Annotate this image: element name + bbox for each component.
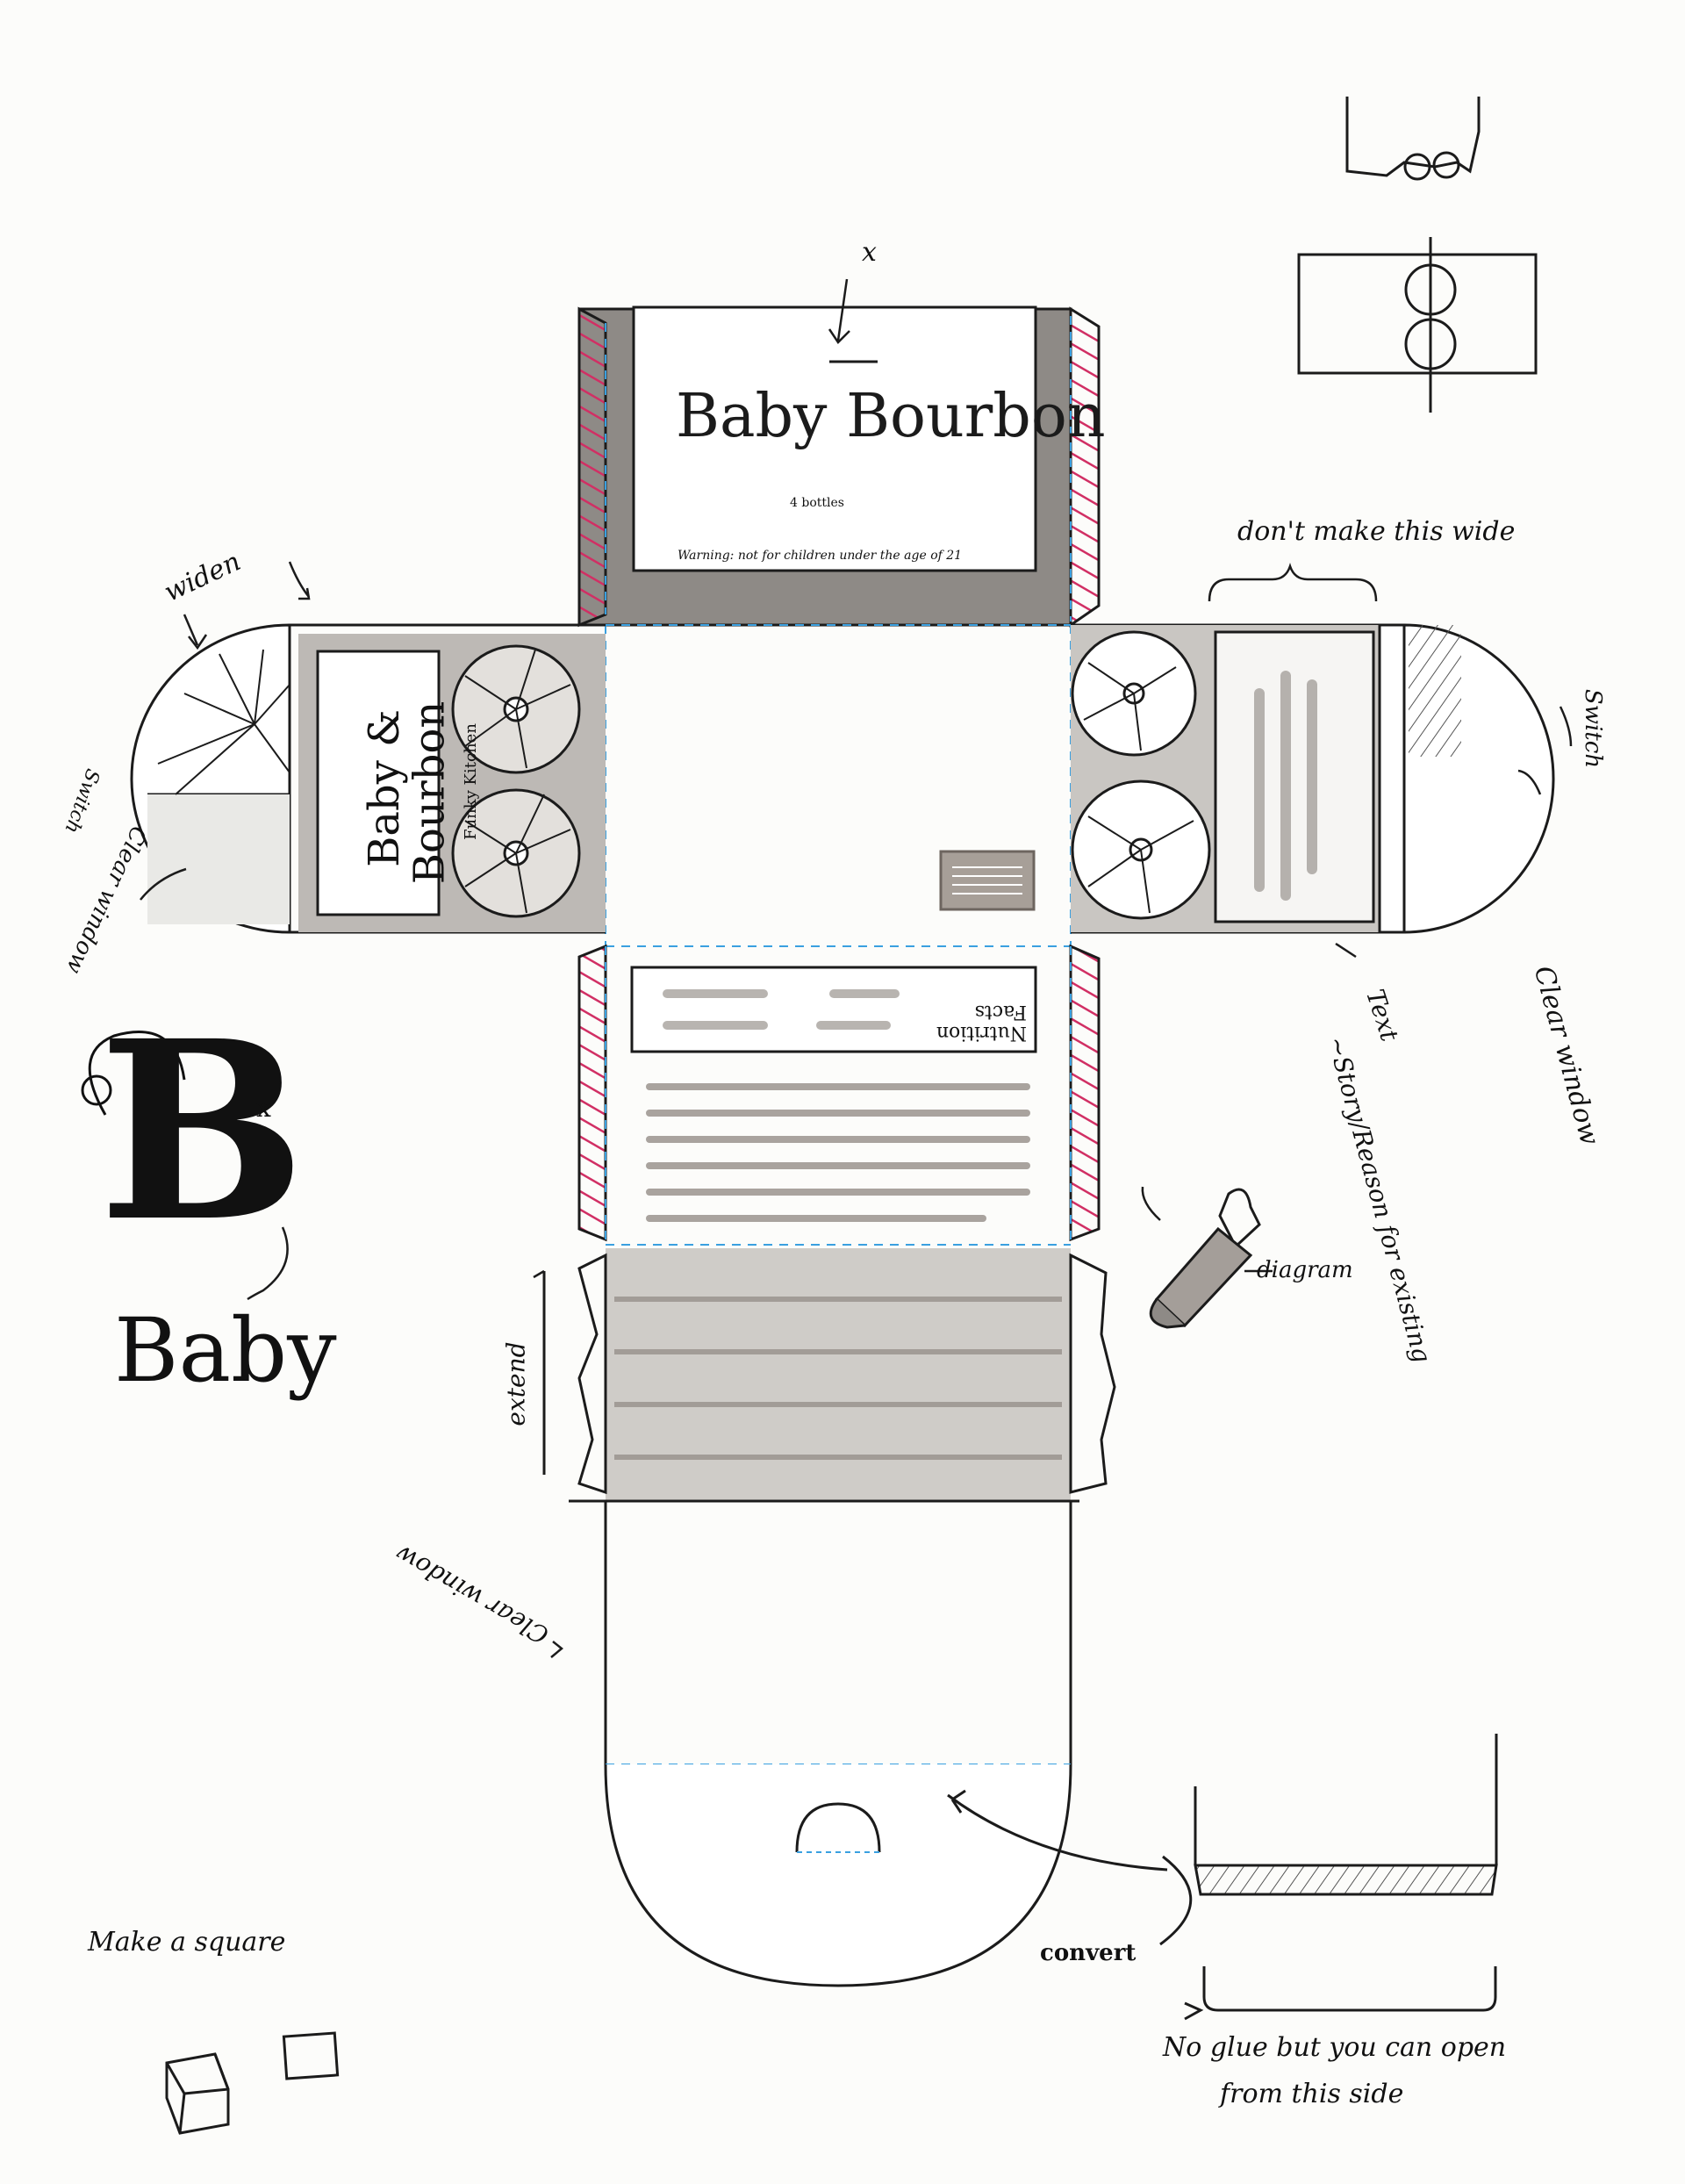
annotation-arrows [140, 278, 1573, 1658]
monogram-mark: x [256, 1093, 271, 1124]
diagram-note: diagram [1257, 1257, 1353, 1283]
glue-tab-back-right [1069, 944, 1101, 1242]
glue-tab-top-right [1069, 306, 1101, 628]
barcode-icon [939, 850, 1036, 911]
left-side-panel [130, 623, 606, 934]
front-panel [605, 625, 1072, 948]
switch-right-note: Switch [1580, 688, 1607, 769]
bottom-flap [604, 1501, 1072, 1987]
left-maker: Funky Kitchen [461, 723, 480, 840]
dont-make-wide-note: don't make this wide [1237, 516, 1516, 547]
right-side-panel [1071, 623, 1555, 934]
monogram-word: Baby [114, 1299, 337, 1402]
no-glue-note-line2: from this side [1220, 2079, 1404, 2109]
square-doodles [165, 2031, 340, 2135]
glue-tab-back-left [577, 944, 607, 1242]
extend-note: extend [501, 1341, 531, 1426]
top-bottle-count: 4 bottles [790, 496, 844, 510]
top-x-note: x [862, 237, 877, 268]
bottom-shaded-panel [542, 1248, 1116, 1503]
convert-note: convert [1040, 1940, 1136, 1966]
left-brand-line1: Baby & [359, 709, 409, 867]
back-panel [577, 944, 1101, 1246]
monogram-b [81, 1031, 186, 1116]
convert-sketch [947, 1734, 1498, 2021]
top-brand-title: Baby Bourbon [676, 382, 1106, 451]
top-panel [577, 305, 1101, 628]
make-square-note: Make a square [88, 1927, 286, 1958]
top-warning: Warning: not for children under the age … [678, 549, 963, 563]
left-brand-line2: Bourbon [405, 700, 455, 885]
baby-bottle-icon [1149, 1188, 1261, 1329]
no-glue-note-line1: No glue but you can open [1163, 2032, 1507, 2063]
nutrition-facts-title: Nutrition Facts [936, 1001, 1027, 1044]
thumb-notch [795, 1802, 881, 1853]
closure-detail-sketch [1297, 97, 1538, 413]
monogram-letter: B [98, 988, 306, 1276]
glue-tab-top-left [577, 306, 607, 628]
